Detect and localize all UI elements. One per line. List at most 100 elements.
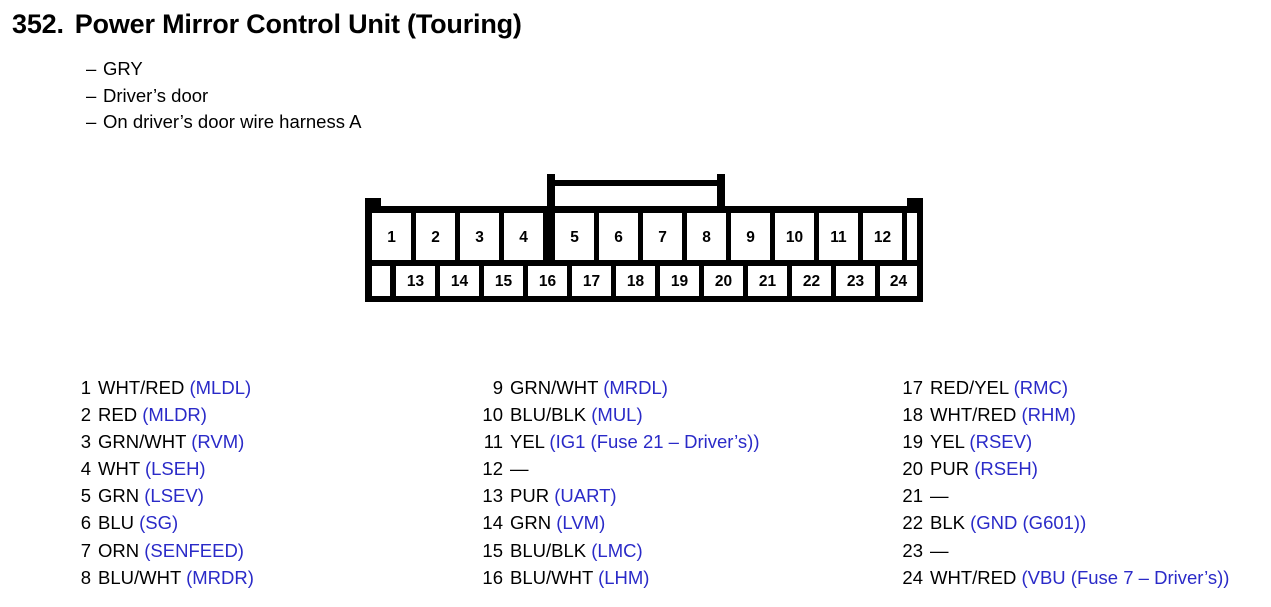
- pin-list-row: 11 YEL (IG1 (Fuse 21 – Driver’s)): [478, 428, 760, 455]
- pin-cell: [643, 213, 682, 260]
- pin-signal-name: (SG): [139, 512, 179, 534]
- pin-signal-name: (IG1 (Fuse 21 – Driver’s)): [549, 431, 760, 453]
- pin-index: 20: [902, 458, 923, 480]
- pin-number: 11: [830, 229, 847, 246]
- pin-index: 6: [80, 512, 91, 534]
- pin-number: 3: [475, 229, 484, 246]
- pin-list-row: 23—: [898, 537, 1229, 564]
- pin-list-row: 21 —: [898, 482, 1229, 509]
- pin-number: 6: [614, 229, 623, 246]
- pin-cell: [460, 213, 499, 260]
- pin-index: 2: [80, 404, 91, 426]
- pin-cell: [687, 213, 726, 260]
- pin-index: 22: [902, 512, 923, 534]
- pin-number: 24: [890, 273, 908, 290]
- pin-cell: [440, 266, 479, 296]
- pin-number: 7: [658, 229, 667, 246]
- pin-cell: [572, 266, 611, 296]
- pin-number: 16: [539, 273, 557, 290]
- pin-index: 11: [483, 431, 503, 453]
- pin-cell: [748, 266, 787, 296]
- pin-wire-color: BLU/BLK: [510, 404, 587, 426]
- pin-index: 23: [902, 539, 923, 561]
- pin-cell: [616, 266, 655, 296]
- pin-number: 9: [746, 229, 755, 246]
- connector-notch-left: [365, 198, 381, 207]
- pin-index: 1: [80, 377, 91, 398]
- pin-wire-color: WHT: [98, 458, 140, 480]
- pin-cell: [372, 213, 411, 260]
- latch-bar: [551, 180, 721, 186]
- note-dash: –: [86, 111, 97, 132]
- pin-cell: [880, 266, 917, 296]
- pin-number: 22: [803, 273, 820, 290]
- pin-number: 12: [874, 229, 891, 246]
- pin-signal-name: (MRDR): [186, 566, 254, 588]
- pin-cell: [484, 266, 523, 296]
- pin-wire-color: GRN/WHT: [510, 377, 599, 398]
- pin-wire-color: WHT/RED: [930, 404, 1017, 426]
- pin-wire-color: PUR: [930, 458, 970, 480]
- pin-number: 5: [570, 229, 579, 246]
- pin-index: 4: [80, 458, 91, 480]
- pin-wire-color: GRN/WHT: [98, 431, 187, 453]
- pin-signal-name: (MUL): [591, 404, 643, 426]
- pin-index: 18: [902, 404, 923, 426]
- pin-index: 19: [902, 431, 923, 453]
- pin-index: 21: [902, 485, 923, 507]
- pin-wire-color: —: [930, 485, 949, 507]
- pin-wire-color: YEL: [510, 431, 545, 453]
- pin-wire-color: BLU/WHT: [510, 566, 593, 588]
- pin-number: 23: [847, 273, 865, 290]
- pin-wire-color: GRN: [98, 485, 140, 507]
- pin-number: 13: [407, 273, 425, 290]
- pin-index: 24: [902, 566, 923, 588]
- note-dash: –: [86, 84, 97, 106]
- pin-number: 15: [495, 273, 513, 290]
- pin-cell: [775, 213, 814, 260]
- page-title-text: Power Mirror Control Unit (Touring): [74, 9, 522, 39]
- pin-index: 13: [482, 485, 503, 507]
- note-text: GRY: [103, 58, 143, 79]
- pin-number: 20: [715, 273, 732, 290]
- pin-index: 9: [492, 377, 503, 398]
- note-item: –On driver’s door wire harness A: [86, 109, 361, 136]
- pin-signal-name: (RSEV): [969, 431, 1033, 453]
- pin-wire-color: GRN: [510, 512, 552, 534]
- note-text: On driver’s door wire harness A: [103, 111, 362, 132]
- pin-signal-name: (RSEH): [974, 458, 1038, 480]
- pin-signal-name: (LVM): [556, 512, 606, 534]
- pin-wire-color: ORN: [98, 539, 140, 561]
- pin-index: 16: [482, 566, 503, 588]
- pin-list-row: 6 BLU (SG): [66, 509, 254, 536]
- pin-signal-name: (MLDL): [189, 377, 252, 398]
- pin-index: 3: [80, 431, 91, 453]
- pin-signal-name: (MRDL): [603, 377, 668, 398]
- note-dash: –: [86, 58, 97, 79]
- pin-wire-color: PUR: [510, 485, 550, 507]
- pin-signal-name: (RMC): [1013, 377, 1069, 398]
- pin-wire-color: BLU: [98, 512, 134, 534]
- pin-number: 8: [702, 229, 711, 246]
- pin-number: 4: [519, 229, 528, 246]
- page-title: 352.Power Mirror Control Unit (Touring): [12, 11, 522, 38]
- pin-cell: [836, 266, 875, 296]
- latch-post-right: [717, 174, 725, 208]
- connector-top-row: [372, 213, 917, 260]
- pin-signal-name: (LSEV): [144, 485, 204, 507]
- pin-signal-name: (RHM): [1021, 404, 1076, 426]
- connector-notch-right: [907, 198, 923, 207]
- pin-signal-name: (MLDR): [142, 404, 207, 426]
- pin-number: 18: [627, 273, 645, 290]
